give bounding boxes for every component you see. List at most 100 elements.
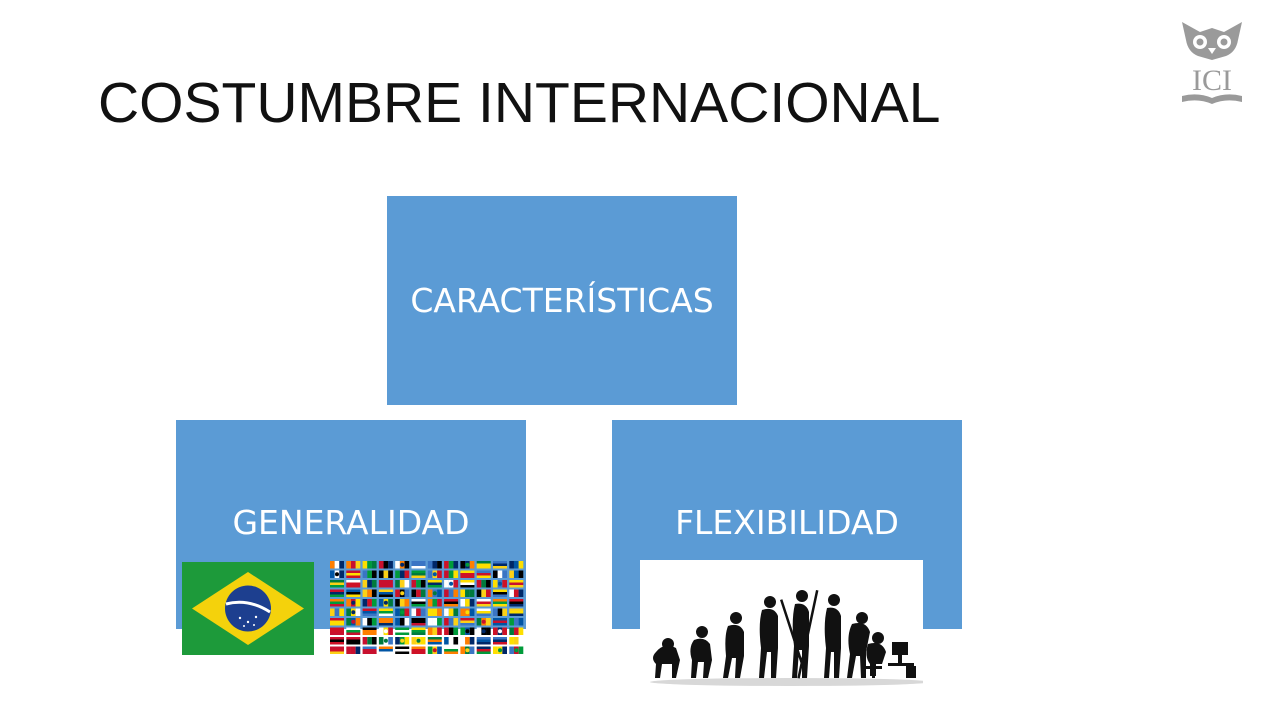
mini-flag <box>346 570 361 578</box>
mini-flag <box>330 646 344 654</box>
mini-flag <box>493 646 507 654</box>
mini-flag <box>395 627 410 635</box>
mini-flag <box>362 627 377 635</box>
mini-flag <box>362 646 377 654</box>
mini-flag <box>427 589 442 597</box>
mini-flag <box>493 637 507 645</box>
mini-flag <box>509 561 524 569</box>
flexibility-label: FLEXIBILIDAD <box>675 503 899 542</box>
characteristics-box: CARACTERÍSTICAS <box>387 196 737 405</box>
mini-flag <box>427 561 442 569</box>
mini-flag <box>395 599 410 607</box>
mini-flag <box>509 589 524 597</box>
mini-flag <box>509 637 524 645</box>
mini-flag <box>330 637 344 645</box>
mini-flag <box>444 570 459 578</box>
mini-flag <box>362 580 377 588</box>
mini-flag <box>493 627 507 635</box>
mini-flag <box>444 627 459 635</box>
mini-flag <box>476 608 491 616</box>
mini-flag <box>444 599 459 607</box>
mini-flag <box>411 580 426 588</box>
mini-flag <box>330 608 344 616</box>
mini-flag <box>427 646 442 654</box>
mini-flag <box>330 570 344 578</box>
mini-flag <box>378 637 393 645</box>
mini-flag <box>509 627 524 635</box>
mini-flag <box>427 599 442 607</box>
slide-title: COSTUMBRE INTERNACIONAL <box>98 71 941 135</box>
mini-flag <box>346 589 361 597</box>
mini-flag <box>476 637 491 645</box>
owl-book-logo-icon: ICI <box>1182 22 1242 104</box>
mini-flag <box>427 627 442 635</box>
mini-flag <box>476 589 491 597</box>
mini-flag <box>330 627 344 635</box>
mini-flag <box>330 561 344 569</box>
mini-flag <box>427 608 442 616</box>
mini-flag <box>444 561 459 569</box>
mini-flag <box>460 570 475 578</box>
mini-flag <box>460 580 475 588</box>
mini-flag <box>362 589 377 597</box>
mini-flag <box>378 580 393 588</box>
mini-flag <box>395 580 410 588</box>
mini-flag <box>362 608 377 616</box>
logo-text: ICI <box>1192 64 1232 97</box>
mini-flag <box>493 570 507 578</box>
mini-flag <box>346 618 361 626</box>
mini-flag <box>346 580 361 588</box>
generality-label: GENERALIDAD <box>232 503 470 542</box>
mini-flag <box>362 618 377 626</box>
mini-flag <box>346 608 361 616</box>
mini-flag <box>493 618 507 626</box>
mini-flag <box>509 580 524 588</box>
mini-flag <box>460 646 475 654</box>
mini-flag <box>362 637 377 645</box>
mini-flag <box>330 589 344 597</box>
mini-flag <box>476 627 491 635</box>
mini-flag <box>411 646 426 654</box>
mini-flag <box>378 618 393 626</box>
mini-flag <box>509 599 524 607</box>
mini-flag <box>411 570 426 578</box>
mini-flag <box>427 618 442 626</box>
mini-flag <box>493 561 507 569</box>
mini-flag <box>395 618 410 626</box>
mini-flag <box>411 599 426 607</box>
world-flags-grid-icon <box>330 561 524 654</box>
mini-flag <box>346 599 361 607</box>
mini-flag <box>395 646 410 654</box>
mini-flag <box>411 589 426 597</box>
mini-flag <box>330 618 344 626</box>
mini-flag <box>476 580 491 588</box>
mini-flag <box>493 589 507 597</box>
mini-flag <box>444 637 459 645</box>
mini-flag <box>444 589 459 597</box>
mini-flag <box>346 561 361 569</box>
mini-flag <box>346 627 361 635</box>
mini-flag <box>427 580 442 588</box>
mini-flag <box>509 646 524 654</box>
mini-flag <box>378 608 393 616</box>
mini-flag <box>395 589 410 597</box>
mini-flag <box>460 608 475 616</box>
mini-flag <box>476 570 491 578</box>
mini-flag <box>362 561 377 569</box>
mini-flag <box>378 599 393 607</box>
mini-flag <box>411 637 426 645</box>
mini-flag <box>378 646 393 654</box>
mini-flag <box>460 637 475 645</box>
mini-flag <box>362 570 377 578</box>
mini-flag <box>509 618 524 626</box>
mini-flag <box>395 570 410 578</box>
mini-flag <box>411 627 426 635</box>
mini-flag <box>330 599 344 607</box>
mini-flag <box>378 627 393 635</box>
mini-flag <box>444 608 459 616</box>
mini-flag <box>346 646 361 654</box>
mini-flag <box>411 618 426 626</box>
characteristics-label: CARACTERÍSTICAS <box>410 281 714 320</box>
mini-flag <box>378 570 393 578</box>
mini-flag <box>460 599 475 607</box>
